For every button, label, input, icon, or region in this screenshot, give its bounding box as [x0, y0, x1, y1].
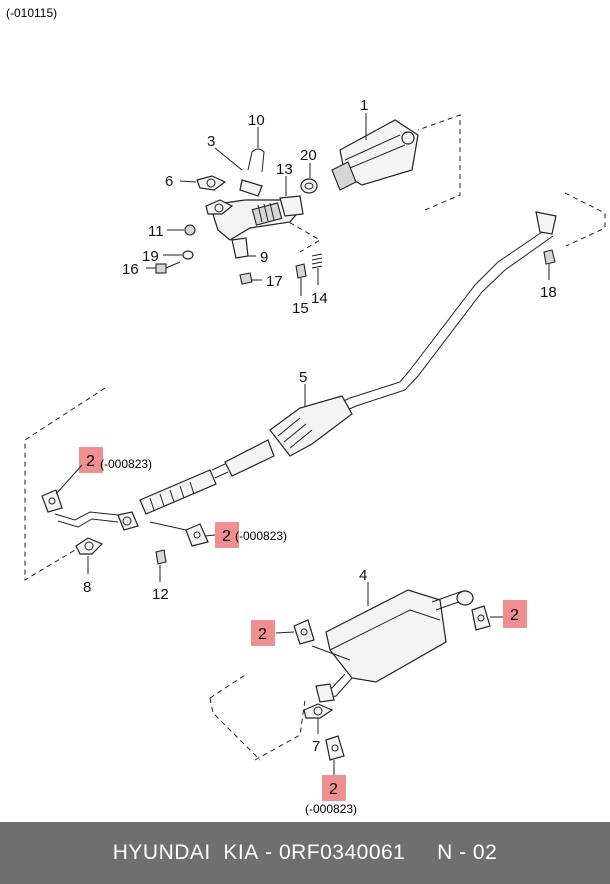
bracket-9 [231, 237, 249, 259]
gasket-front [205, 199, 234, 215]
callout-3: 3 [207, 133, 215, 150]
exhaust-diagram: (-010115) 1 3 10 20 [6, 6, 606, 816]
catalytic-converter [331, 119, 419, 191]
highlight-box-2-e [322, 775, 346, 801]
center-pipe [54, 211, 557, 531]
callout-18: 18 [540, 284, 557, 301]
callout-13: 13 [276, 161, 293, 178]
callout-17: 17 [266, 273, 283, 290]
hanger-rod [149, 521, 187, 531]
footer-gap [405, 841, 437, 865]
footer-page: N - 02 [437, 841, 498, 864]
boundary-muffler-c [254, 699, 306, 761]
note-c: (-000823) [305, 802, 357, 816]
spring-14 [311, 253, 323, 269]
bolt-16 [155, 261, 181, 274]
nut-17 [239, 272, 253, 285]
footer-part-number: 0RF0340061 [278, 841, 406, 864]
leader-3 [214, 147, 243, 171]
rubber-hanger-left [41, 489, 63, 513]
callout-2-c: 2 [258, 626, 267, 643]
footer-bar: HYUNDAI KIA - 0RF0340061 N - 02 [0, 822, 610, 884]
highlight-box-2-d [503, 600, 527, 628]
rubber-hanger-rear-right [471, 605, 491, 631]
callout-2-a: 2 [86, 453, 95, 470]
callout-2-b: 2 [222, 528, 231, 545]
leader-2-a [55, 464, 83, 495]
rubber-hanger-mid [185, 523, 209, 547]
boundary-rear-joint [564, 192, 606, 247]
callout-5: 5 [299, 369, 307, 386]
callout-15: 15 [292, 300, 309, 317]
callout-12: 12 [152, 586, 169, 603]
boundary-muffler-b [209, 697, 261, 761]
note-a: (-000823) [100, 457, 152, 471]
gasket-7 [303, 703, 334, 719]
rubber-hanger-bottom [325, 735, 345, 761]
front-downpipe [209, 195, 304, 241]
callout-16: 16 [122, 261, 139, 278]
callout-20: 20 [300, 147, 317, 164]
highlight-box-2-b [215, 522, 239, 548]
leader-2-b [204, 534, 216, 537]
leader-6 [179, 180, 197, 183]
boundary-muffler-a [209, 674, 246, 699]
highlight-box-2-a [79, 447, 103, 473]
callout-4: 4 [359, 567, 367, 584]
footer-separator: - [258, 841, 279, 864]
callout-10: 10 [248, 112, 265, 129]
callout-19: 19 [142, 248, 159, 265]
nut-15 [295, 263, 307, 279]
washer-19 [182, 250, 194, 260]
nut-18 [543, 249, 556, 265]
highlight-box-2-c [251, 620, 275, 646]
gasket-6 [196, 175, 227, 191]
gasket-20 [300, 178, 318, 194]
gasket-8 [75, 537, 104, 555]
bracket-3 [239, 179, 263, 197]
note-b: (-000823) [235, 529, 287, 543]
callout-2-d: 2 [510, 607, 519, 624]
boundary-converter [417, 114, 461, 211]
callout-7: 7 [312, 738, 320, 755]
callout-9: 9 [260, 249, 268, 266]
boundary-center-pipe [24, 387, 106, 581]
callout-11: 11 [148, 223, 164, 240]
footer-brand: HYUNDAI KIA [112, 841, 259, 864]
callout-14: 14 [311, 290, 328, 307]
boundary-downpipe [281, 217, 321, 253]
u-bolt-10 [247, 148, 265, 173]
header-date-note: (-010115) [6, 6, 57, 20]
callout-2-e: 2 [329, 781, 338, 798]
callout-6: 6 [165, 173, 173, 190]
callout-1: 1 [360, 97, 368, 114]
rear-muffler [311, 589, 474, 703]
nut-12 [155, 549, 167, 565]
leader-2-c [275, 631, 295, 634]
nut-11 [184, 224, 196, 236]
callout-8: 8 [83, 579, 91, 596]
rubber-hanger-rear-left [293, 619, 315, 645]
